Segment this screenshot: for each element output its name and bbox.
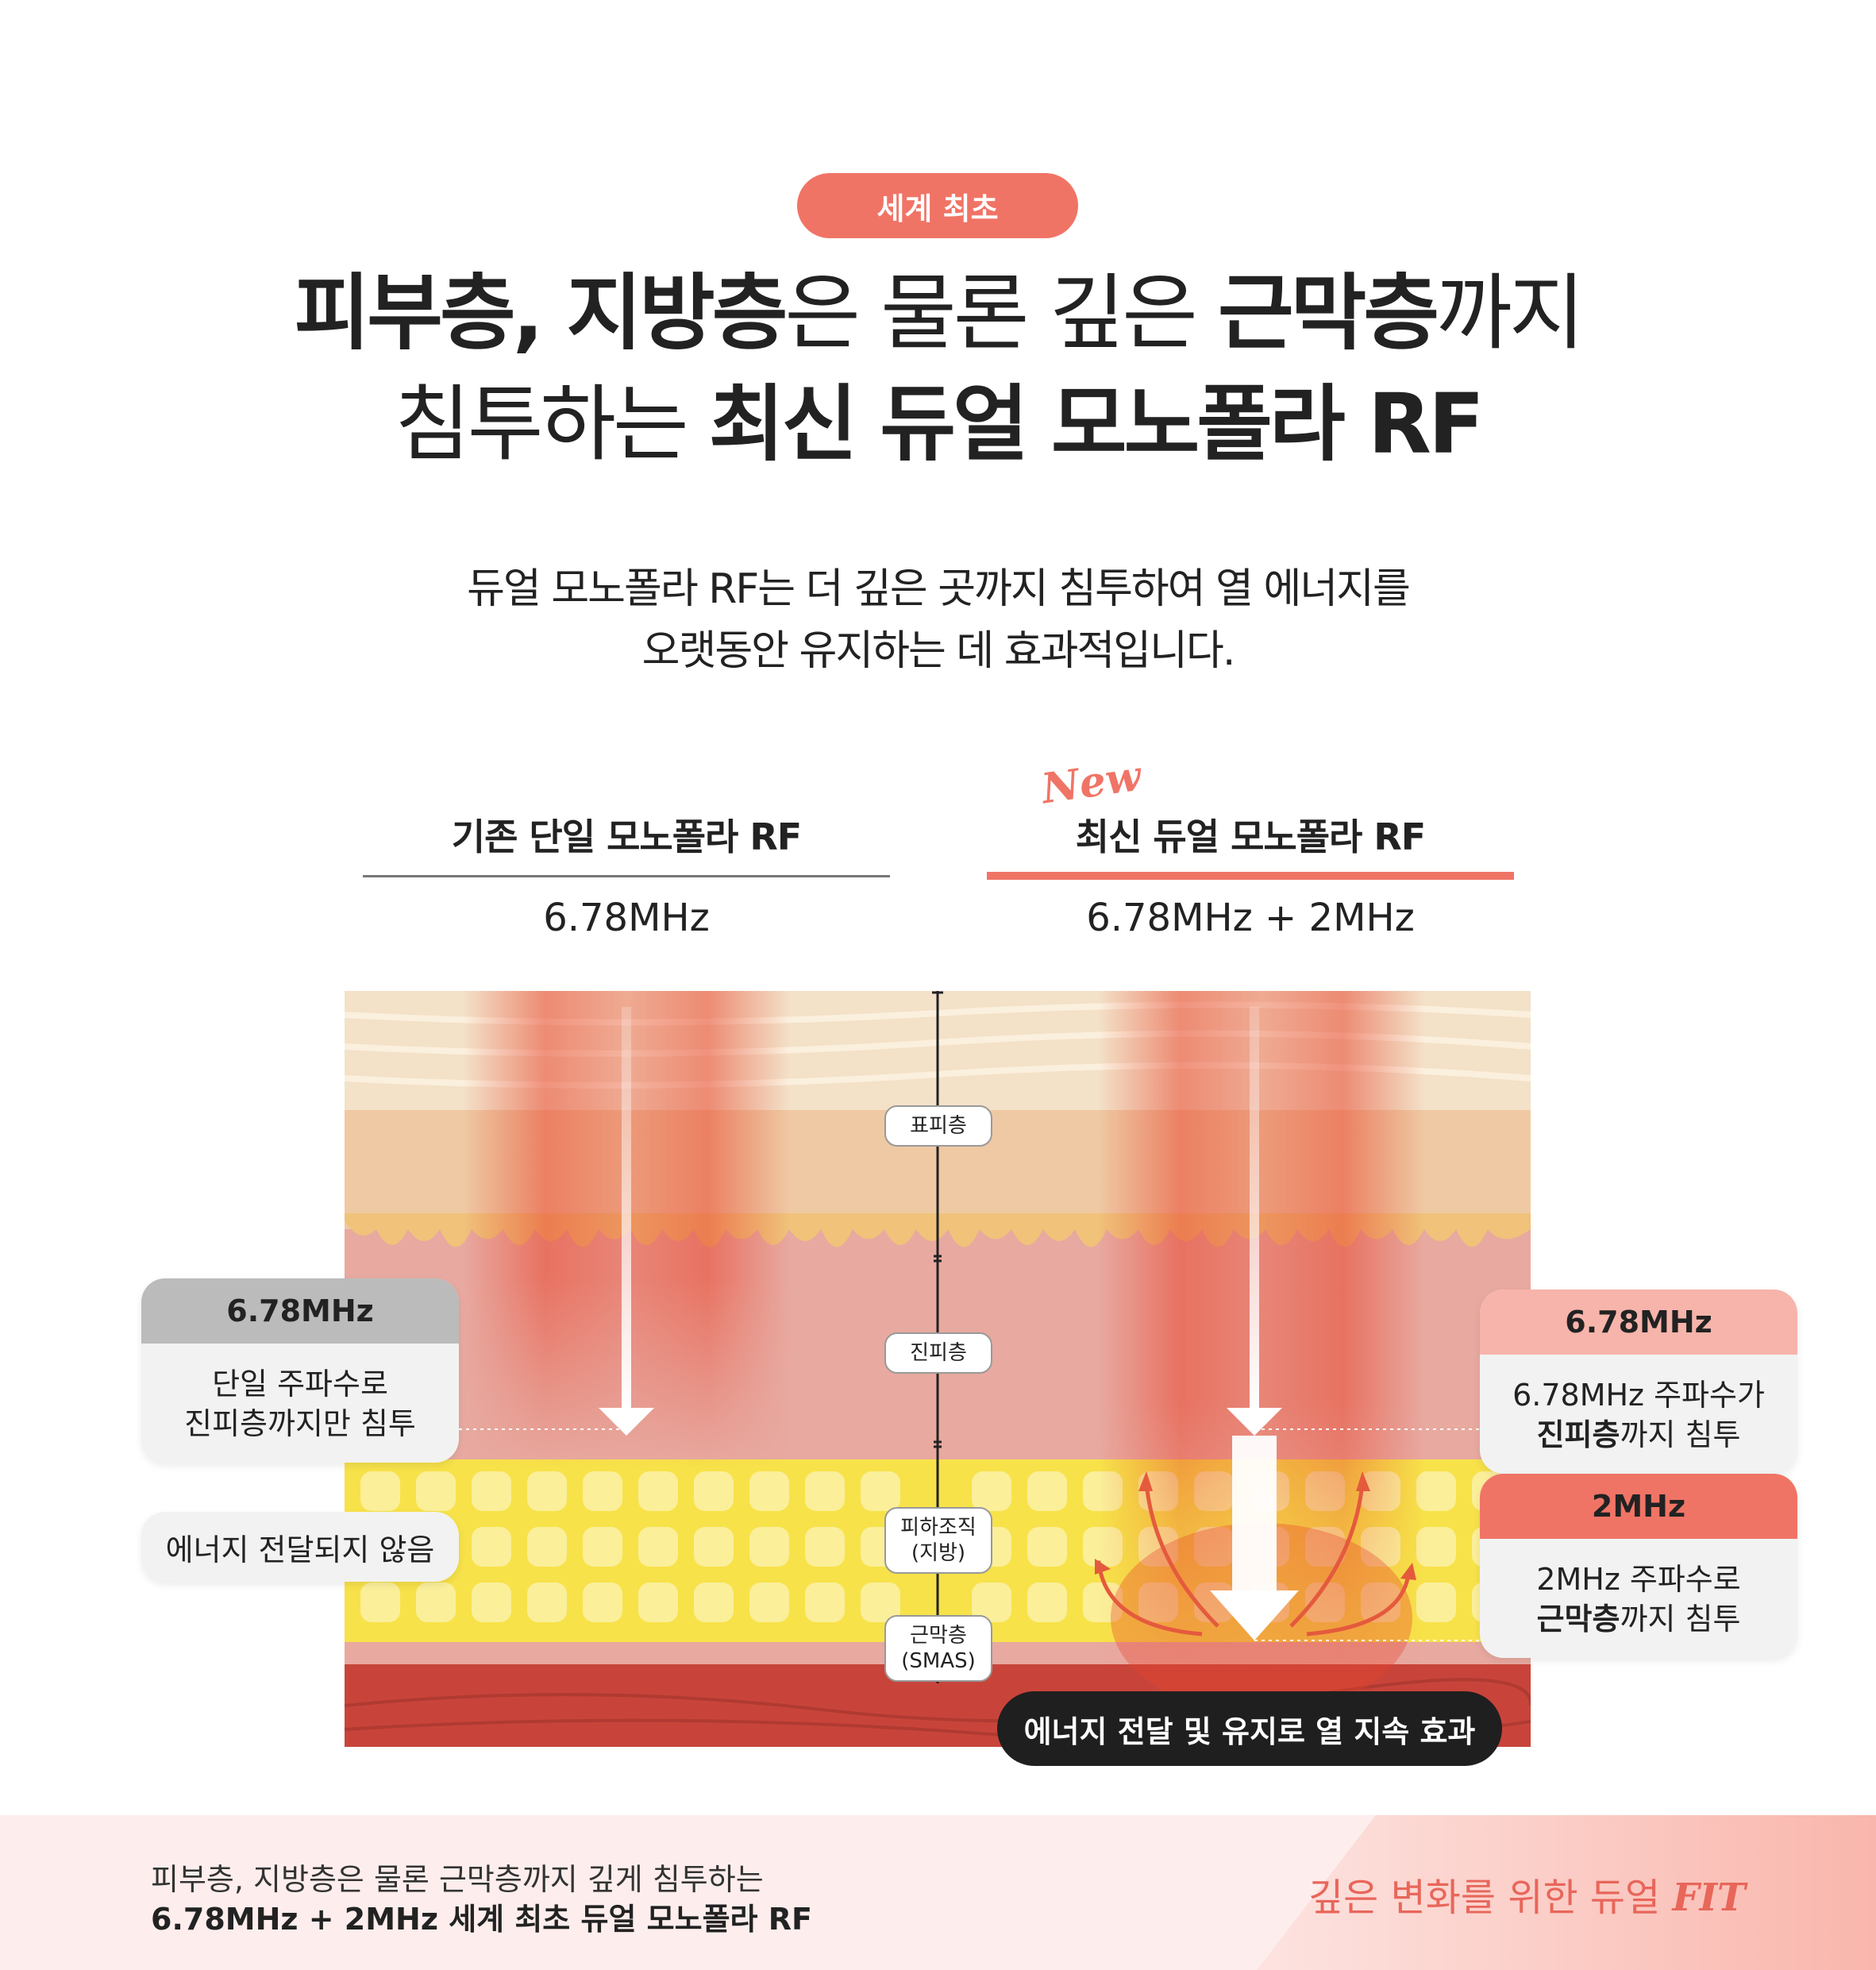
headline-bold: 최신 듀얼 모노폴라 RF: [708, 376, 1485, 472]
footer-gradient: [1257, 1815, 1876, 1970]
right-card-2-bold: 근막층: [1536, 1602, 1620, 1637]
right-card-2-rest: 까지 침투: [1620, 1602, 1741, 1637]
footer-slogan: 깊은 변화를 위한 듀얼 FIT: [1308, 1866, 1746, 1922]
headline-regular: 침투하는: [395, 376, 709, 472]
left-title-rule: [363, 875, 890, 877]
right-frequency: 6.78MHz + 2MHz: [1086, 896, 1415, 940]
right-column-title: 최신 듀얼 모노폴라 RF: [1075, 815, 1426, 858]
headline-bold: 근막층: [1217, 264, 1439, 361]
heat-sustain-pill: 에너지 전달 및 유지로 열 지속 효과: [997, 1691, 1502, 1766]
footer-banner: 피부층, 지방층은 물론 근막층까지 깊게 침투하는 6.78MHz + 2MH…: [0, 1815, 1876, 1970]
footer-line-1: 피부층, 지방층은 물론 근막층까지 깊게 침투하는: [151, 1862, 764, 1897]
left-card-body: 단일 주파수로 진피층까지만 침투: [141, 1344, 459, 1444]
right-card-2-body: 2MHz 주파수로 근막층까지 침투: [1480, 1539, 1797, 1639]
epidermis-label: 표피층: [884, 1105, 992, 1147]
subcutaneous-label-line1: 피하조직: [900, 1516, 977, 1540]
subtitle-line-2: 오랫동안 유지하는 데 효과적입니다.: [641, 627, 1236, 675]
smas-label-line2: (SMAS): [901, 1649, 976, 1673]
right-card-1-bold: 진피층: [1536, 1417, 1620, 1452]
headline-regular: 까지: [1436, 264, 1585, 361]
headline-bold: 피부층, 지방층: [294, 264, 788, 361]
left-frequency: 6.78MHz: [543, 896, 710, 940]
headline-line-1: 피부층, 지방층은 물론 깊은 근막층까지: [0, 257, 1876, 368]
right-card-2-head: 2MHz: [1480, 1474, 1797, 1539]
right-title-rule: [987, 872, 1514, 880]
right-card-1-line1: 6.78MHz 주파수가: [1512, 1378, 1765, 1413]
left-card-head: 6.78MHz: [141, 1278, 459, 1344]
smas-label-line1: 근막층: [910, 1624, 967, 1648]
left-info-card: 6.78MHz 단일 주파수로 진피층까지만 침투: [141, 1278, 459, 1463]
headline-line-2: 침투하는 최신 듀얼 모노폴라 RF: [0, 368, 1876, 480]
right-info-card-6-78: 6.78MHz 6.78MHz 주파수가 진피층까지 침투: [1480, 1290, 1797, 1474]
right-card-2-line2: 근막층까지 침투: [1480, 1599, 1797, 1639]
dermis-label: 진피층: [884, 1332, 992, 1374]
headline-regular: 은 물론 깊은: [784, 264, 1218, 361]
footer-slogan-text: 깊은 변화를 위한 듀얼: [1308, 1876, 1673, 1920]
right-info-card-2: 2MHz 2MHz 주파수로 근막층까지 침투: [1480, 1474, 1797, 1658]
subcutaneous-label-line2: (지방): [911, 1541, 966, 1565]
right-card-1-body: 6.78MHz 주파수가 진피층까지 침투: [1480, 1355, 1797, 1455]
left-card-body-line1: 단일 주파수로: [212, 1367, 388, 1401]
right-card-1-rest: 까지 침투: [1620, 1417, 1741, 1452]
subcutaneous-label: 피하조직 (지방): [884, 1507, 992, 1574]
footer-line-2: 6.78MHz + 2MHz 세계 최초 듀얼 모노폴라 RF: [151, 1902, 812, 1937]
right-card-1-head: 6.78MHz: [1480, 1290, 1797, 1355]
skin-illustration: [345, 991, 1531, 1747]
right-card-2-line1: 2MHz 주파수로: [1536, 1562, 1741, 1597]
footer-slogan-italic: FIT: [1672, 1876, 1746, 1920]
smas-label: 근막층 (SMAS): [884, 1615, 992, 1682]
no-energy-pill: 에너지 전달되지 않음: [141, 1512, 459, 1582]
new-tag: New: [1038, 751, 1145, 814]
skin-layer-diagram: 표피층 진피층 피하조직 (지방) 근막층 (SMAS): [345, 991, 1531, 1747]
right-card-1-line2: 진피층까지 침투: [1480, 1415, 1797, 1455]
left-column-title: 기존 단일 모노폴라 RF: [451, 815, 802, 858]
left-card-body-line2: 진피층까지만 침투: [184, 1406, 416, 1441]
subtitle-line-1: 듀얼 모노폴라 RF는 더 깊은 곳까지 침투하여 열 에너지를: [467, 565, 1411, 613]
world-first-badge: 세계 최초: [797, 173, 1078, 238]
